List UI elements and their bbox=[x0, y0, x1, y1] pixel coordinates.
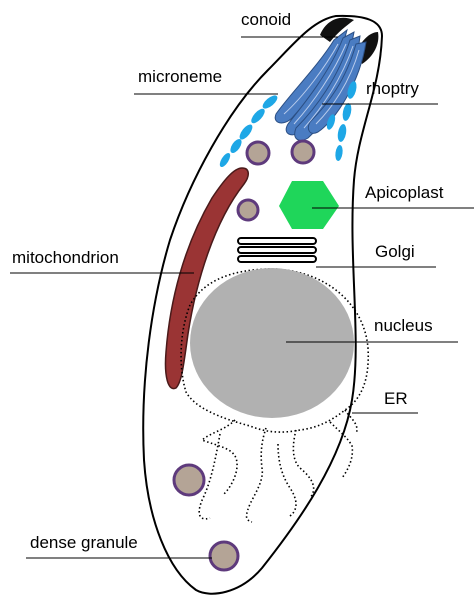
dense-granule bbox=[292, 141, 314, 163]
nucleus-label: nucleus bbox=[374, 316, 433, 335]
golgi-cisterna bbox=[238, 238, 316, 244]
nucleus bbox=[190, 268, 354, 418]
golgi-label: Golgi bbox=[375, 242, 415, 261]
dense-granule bbox=[247, 142, 269, 164]
golgi-stack bbox=[238, 238, 316, 262]
er-label: ER bbox=[384, 389, 408, 408]
dense-granule bbox=[174, 465, 204, 495]
golgi-cisterna bbox=[238, 256, 316, 262]
mitochondrion-label: mitochondrion bbox=[12, 248, 119, 267]
microneme-label: microneme bbox=[138, 67, 222, 86]
rhoptry-label: rhoptry bbox=[366, 79, 419, 98]
dense-granule bbox=[238, 200, 258, 220]
conoid-label: conoid bbox=[241, 10, 291, 29]
golgi-cisterna bbox=[238, 247, 316, 253]
apicoplast-label: Apicoplast bbox=[365, 183, 444, 202]
dense-granule-label: dense granule bbox=[30, 533, 138, 552]
dense-granule bbox=[210, 542, 238, 570]
